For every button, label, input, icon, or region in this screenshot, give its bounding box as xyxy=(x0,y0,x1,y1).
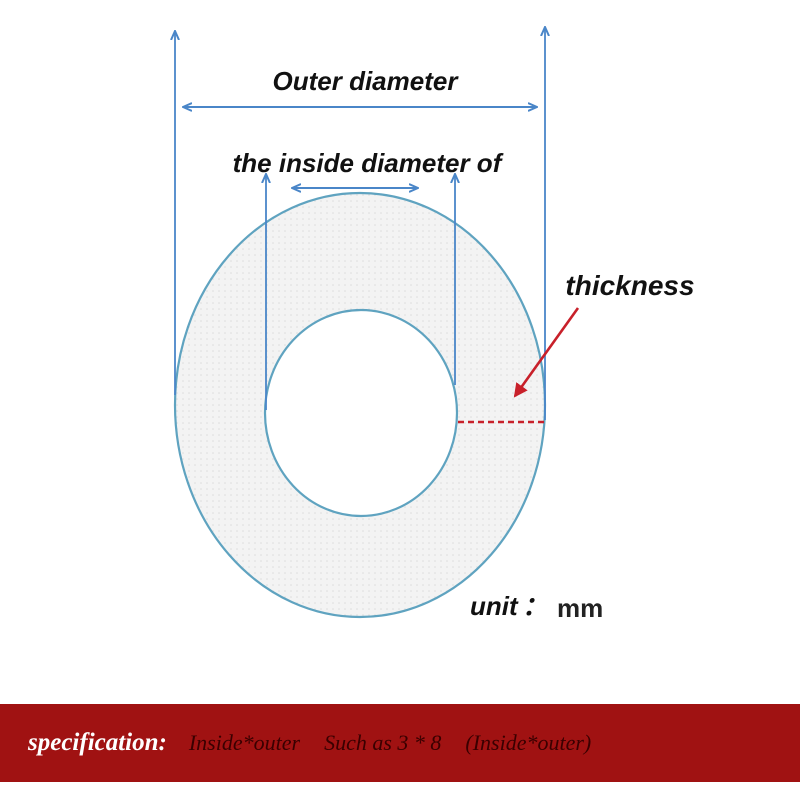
unit-value: mm xyxy=(557,593,603,623)
specification-note: (Inside*outer) xyxy=(465,730,592,755)
specification-format: Inside*outer xyxy=(188,730,301,755)
unit-readout: unit ： mm xyxy=(470,591,603,623)
thickness-pointer-arrow xyxy=(513,307,580,398)
specification-example: Such as 3 * 8 xyxy=(324,730,442,755)
inside-diameter-label: the inside diameter of xyxy=(233,148,504,178)
unit-label: unit xyxy=(470,591,519,621)
specification-label: specification: xyxy=(28,729,167,756)
tube-ring xyxy=(173,191,547,619)
outer-diameter-label: Outer diameter xyxy=(273,66,460,96)
unit-separator: ： xyxy=(522,591,548,621)
tube-dimension-diagram: Outer diameter the inside diameter of th… xyxy=(0,0,695,623)
thickness-label: thickness xyxy=(565,270,694,301)
specification-banner: specification: Inside*outer Such as 3 * … xyxy=(0,704,800,782)
